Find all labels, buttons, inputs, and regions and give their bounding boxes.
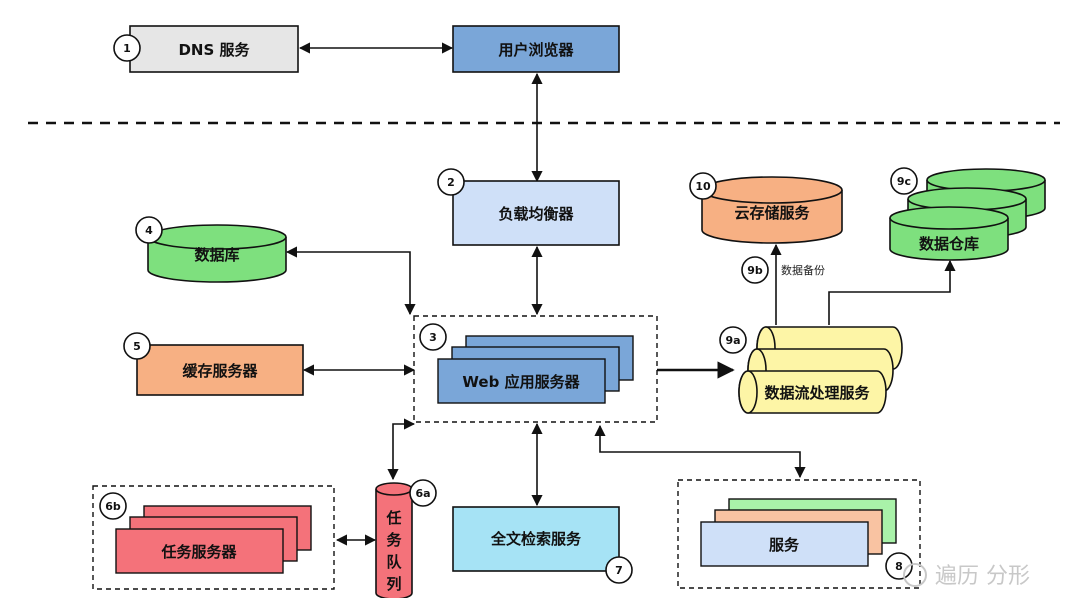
stream-processing-node: 数据流处理服务 xyxy=(738,326,903,414)
edges xyxy=(285,42,956,546)
badge-4: 4 xyxy=(135,216,163,244)
search-service-node: 全文检索服务 xyxy=(452,506,620,572)
stream-label: 数据流处理服务 xyxy=(764,384,870,402)
svg-text:4: 4 xyxy=(145,224,153,237)
svg-text:3: 3 xyxy=(429,331,437,344)
badge-1: 1 xyxy=(113,34,141,62)
edge-web-services xyxy=(594,424,806,479)
backup-label: 数据备份 xyxy=(781,263,825,277)
badge-6b: 6b xyxy=(99,492,127,520)
svg-text:9b: 9b xyxy=(747,264,763,277)
cache-label: 缓存服务器 xyxy=(182,362,258,380)
edge-db-web xyxy=(285,246,416,316)
badge-5: 5 xyxy=(123,332,151,360)
services-label: 服务 xyxy=(769,536,800,554)
lb-label: 负载均衡器 xyxy=(498,205,574,223)
svg-text:10: 10 xyxy=(695,180,711,193)
task-queue-node: 任 务 队 列 xyxy=(375,482,413,598)
web-label: Web 应用服务器 xyxy=(462,373,580,391)
browser-label: 用户浏览器 xyxy=(498,41,574,59)
svg-text:6a: 6a xyxy=(415,487,430,500)
queue-char-3: 队 xyxy=(386,553,402,571)
badges: 1 2 4 5 3 10 9c 9b 9a 6b 6a 7 8 xyxy=(99,34,918,584)
badge-2: 2 xyxy=(437,168,465,196)
watermark-text: 遍历 分形 xyxy=(935,564,1030,589)
svg-text:1: 1 xyxy=(123,42,131,55)
badge-9b: 9b xyxy=(741,256,769,284)
search-label: 全文检索服务 xyxy=(490,530,582,548)
badge-9a: 9a xyxy=(719,326,747,354)
database-node: 数据库 xyxy=(147,224,287,283)
svg-text:8: 8 xyxy=(895,560,903,573)
cloud-label: 云存储服务 xyxy=(734,204,810,222)
queue-char-4: 列 xyxy=(386,575,401,593)
task-server-label: 任务服务器 xyxy=(160,543,237,561)
svg-text:9c: 9c xyxy=(897,175,911,188)
svg-text:2: 2 xyxy=(447,176,455,189)
svg-text:7: 7 xyxy=(615,564,623,577)
browser-node: 用户浏览器 xyxy=(452,25,620,73)
dns-label: DNS 服务 xyxy=(178,41,250,59)
queue-char-1: 任 xyxy=(385,509,401,527)
dns-service-node: DNS 服务 xyxy=(129,25,299,73)
queue-char-2: 务 xyxy=(386,531,402,549)
badge-8: 8 xyxy=(885,552,913,580)
edge-stream-warehouse xyxy=(828,259,956,325)
web-app-server-group: Web 应用服务器 xyxy=(413,315,658,423)
services-group: 服务 xyxy=(677,479,921,589)
load-balancer-node: 负载均衡器 xyxy=(452,180,620,246)
badge-3: 3 xyxy=(419,323,447,351)
badge-7: 7 xyxy=(605,556,633,584)
task-server-group: 任务服务器 xyxy=(92,485,335,590)
svg-text:5: 5 xyxy=(133,340,141,353)
badge-6a: 6a xyxy=(409,479,437,507)
svg-text:6b: 6b xyxy=(105,500,121,513)
data-warehouse-node: 数据仓库 xyxy=(889,168,1046,261)
db-label: 数据库 xyxy=(194,246,239,264)
cloud-storage-node: 云存储服务 xyxy=(701,176,843,244)
watermark: 遍历 分形 xyxy=(903,563,1030,589)
cache-server-node: 缓存服务器 xyxy=(136,344,304,396)
badge-9c: 9c xyxy=(890,167,918,195)
badge-10: 10 xyxy=(689,172,717,200)
warehouse-label: 数据仓库 xyxy=(919,235,979,253)
edge-web-queue xyxy=(387,418,416,481)
svg-text:9a: 9a xyxy=(725,334,740,347)
